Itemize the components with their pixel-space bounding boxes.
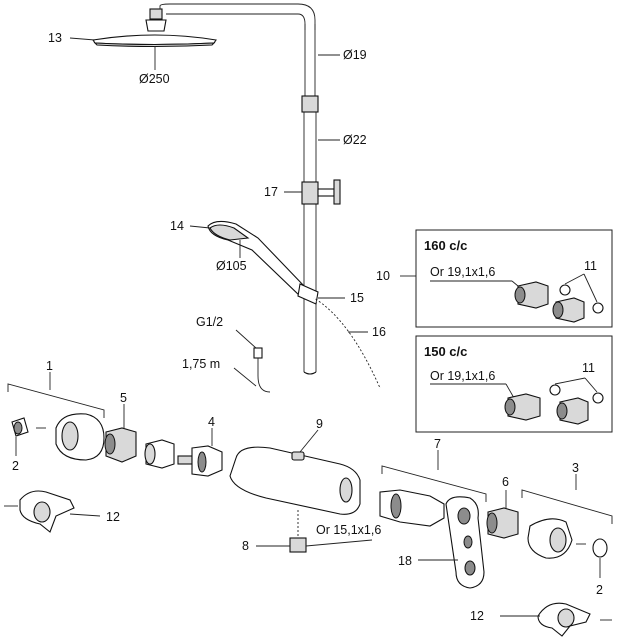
inset-150cc xyxy=(415,335,613,433)
part-4-cartridge xyxy=(177,445,223,477)
inset-160cc xyxy=(415,229,613,328)
part-14-hand-shower xyxy=(207,220,319,305)
nut-ring xyxy=(144,439,175,469)
label-13: 13 xyxy=(48,31,62,45)
part-8-fitting xyxy=(289,510,307,553)
label-d19: Ø19 xyxy=(343,48,367,62)
label-or15: Or 15,1x1,6 xyxy=(316,523,381,537)
label-d250: Ø250 xyxy=(139,72,170,86)
label-17: 17 xyxy=(264,185,278,199)
riser-pipe xyxy=(301,24,319,375)
inset-160-title: 160 c/c xyxy=(424,238,467,253)
label-2b: 2 xyxy=(596,583,603,597)
part-16-hose xyxy=(313,296,382,389)
inset-150-11: 11 xyxy=(582,361,595,375)
inset-150-oring: Or 19,1x1,6 xyxy=(430,369,495,383)
part-5-ring xyxy=(104,427,137,463)
label-2a: 2 xyxy=(12,459,19,473)
label-6: 6 xyxy=(502,475,509,489)
label-9: 9 xyxy=(316,417,323,431)
part-7-thermostat-group xyxy=(379,465,487,527)
part-6-ring xyxy=(486,507,519,539)
label-12b: 12 xyxy=(470,609,484,623)
label-d105: Ø105 xyxy=(216,259,247,273)
label-12a: 12 xyxy=(106,510,120,524)
label-14: 14 xyxy=(170,219,184,233)
part-9-valve-body xyxy=(229,446,361,515)
label-4: 4 xyxy=(208,415,215,429)
inset-160-11: 11 xyxy=(584,259,597,273)
label-10: 10 xyxy=(376,269,390,283)
label-15: 15 xyxy=(350,291,364,305)
label-5: 5 xyxy=(120,391,127,405)
label-3: 3 xyxy=(572,461,579,475)
part-3-right-handle xyxy=(521,489,613,559)
part-18-lever xyxy=(445,496,485,589)
inset-150-title: 150 c/c xyxy=(424,344,467,359)
label-7: 7 xyxy=(434,437,441,451)
part-13-shower-head xyxy=(92,3,316,48)
label-18: 18 xyxy=(398,554,412,568)
part-12-left-flange xyxy=(4,490,75,533)
label-d22: Ø22 xyxy=(343,133,367,147)
inset-160-oring: Or 19,1x1,6 xyxy=(430,265,495,279)
label-175m: 1,75 m xyxy=(182,357,220,371)
part-12-right-flange xyxy=(537,602,612,637)
label-8: 8 xyxy=(242,539,249,553)
small-hose-pictogram xyxy=(253,347,271,393)
part-1-left-handle xyxy=(7,383,105,461)
label-1: 1 xyxy=(46,359,53,373)
part-17-bracket xyxy=(301,179,341,205)
label-16: 16 xyxy=(372,325,386,339)
label-g12: G1/2 xyxy=(196,315,223,329)
